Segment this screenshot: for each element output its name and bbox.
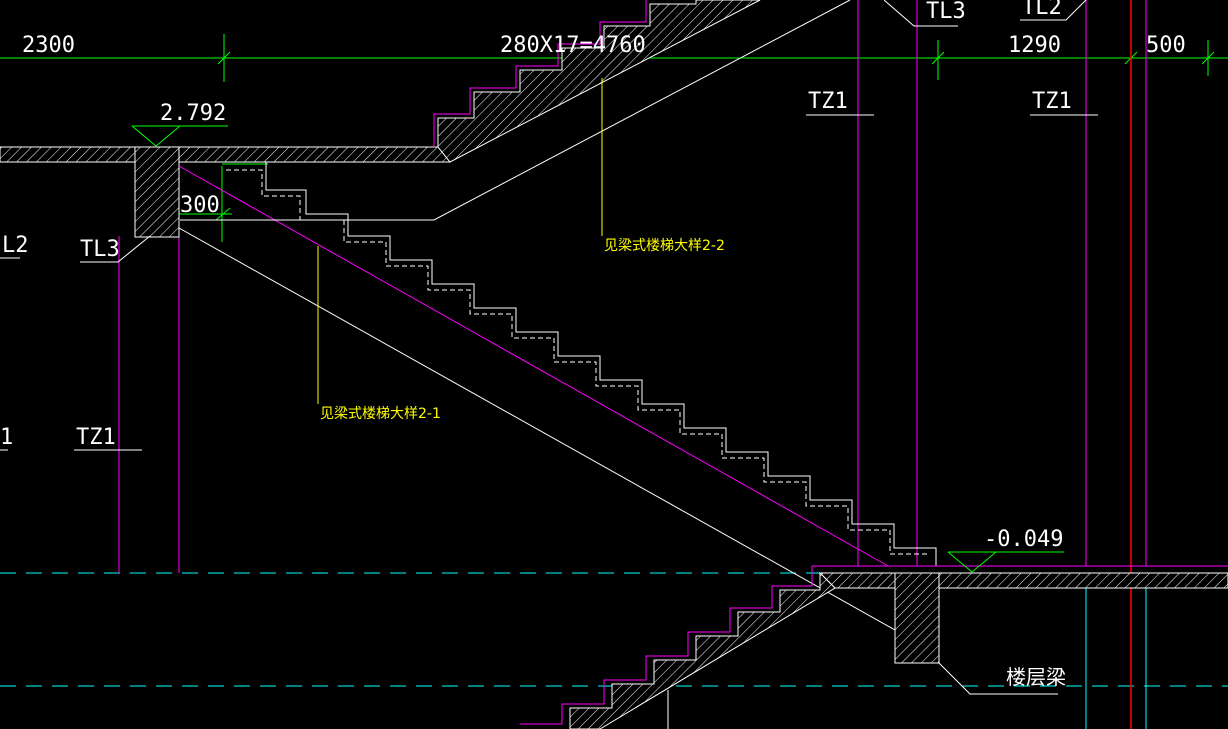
note-detail-2-2: 见梁式楼梯大样2-2 bbox=[604, 238, 725, 254]
dim-right1-label: 1290 bbox=[1008, 33, 1061, 58]
tag-tz1-left: TZ1 bbox=[76, 425, 116, 450]
main-flight-soffit bbox=[178, 227, 896, 631]
dim-right2-label: 500 bbox=[1146, 33, 1186, 58]
grid-lines-cyan bbox=[1085, 585, 1147, 729]
upper-landing-slab bbox=[0, 146, 452, 163]
lower-flight bbox=[569, 571, 836, 729]
tag-tl2-top: TL2 bbox=[1022, 0, 1062, 20]
dim-mid-label: 280X17=4760 bbox=[500, 33, 646, 58]
upper-flight-soffit bbox=[180, 0, 851, 221]
main-flight-soffit-purple bbox=[178, 165, 889, 567]
note-detail-2-1: 见梁式楼梯大样2-1 bbox=[320, 406, 441, 422]
elevation-upper-label: 2.792 bbox=[160, 101, 226, 126]
floor-beam bbox=[894, 572, 940, 664]
dim-small-label: 300 bbox=[180, 193, 220, 218]
column-lines bbox=[118, 0, 1147, 573]
elevation-marker-upper bbox=[131, 125, 228, 147]
tag-one-edge: 1 bbox=[0, 425, 13, 450]
elevation-lower-label: -0.049 bbox=[984, 527, 1063, 552]
tag-tl3-top: TL3 bbox=[926, 0, 966, 24]
elevation-marker-lower bbox=[947, 551, 1064, 573]
lower-flight-finish bbox=[520, 566, 813, 725]
dim-left-label: 2300 bbox=[22, 33, 75, 58]
tag-tz1-right: TZ1 bbox=[1032, 89, 1072, 114]
upper-flight bbox=[437, 0, 761, 163]
note-leaders bbox=[317, 78, 603, 404]
beam-tl3-left bbox=[134, 146, 180, 238]
main-flight-steps bbox=[220, 161, 937, 566]
upper-flight-finish bbox=[433, 0, 647, 147]
lower-landing-slab bbox=[818, 572, 1228, 589]
tag-tz1-mid: TZ1 bbox=[808, 89, 848, 114]
tag-l2-edge: L2 bbox=[2, 233, 29, 258]
main-flight-finish bbox=[226, 169, 930, 555]
tag-tl3-left: TL3 bbox=[80, 237, 120, 262]
tag-floor-beam: 楼层梁 bbox=[1006, 665, 1066, 689]
tag-leaders bbox=[0, 0, 1098, 695]
